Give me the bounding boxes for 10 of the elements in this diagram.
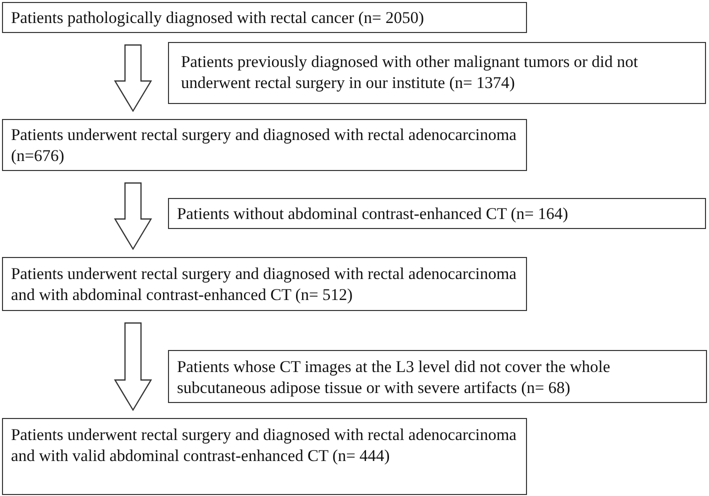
hollow-arrow [114, 182, 152, 250]
flow-box: Patients underwent rectal surgery and diagnosed with rectal adenocarcinoma and with valid abdominal contrast-enhanced CT (n= 444) [2, 418, 527, 495]
flow-box: Patients underwent rectal surgery and diagnosed with rectal adenocarcinoma (n=676) [2, 119, 527, 171]
flow-box: Patients underwent rectal surgery and diagnosed with rectal adenocarcinoma and with abdominal contrast-enhanced CT (n= 512) [2, 257, 527, 311]
flow-box: Patients pathologically diagnosed with rectal cancer (n= 2050) [2, 2, 527, 33]
exclusion-box: Patients previously diagnosed with other malignant tumors or did not underwent rectal surgery in our institute (n= 1374) [168, 42, 706, 104]
hollow-arrow [114, 322, 152, 412]
hollow-arrow [114, 44, 152, 112]
exclusion-box: Patients whose CT images at the L3 level did not cover the whole subcutaneous adipose tissue or with severe artifacts (n= 68) [168, 350, 707, 403]
exclusion-box: Patients without abdominal contrast-enhanced CT (n= 164) [168, 198, 706, 229]
